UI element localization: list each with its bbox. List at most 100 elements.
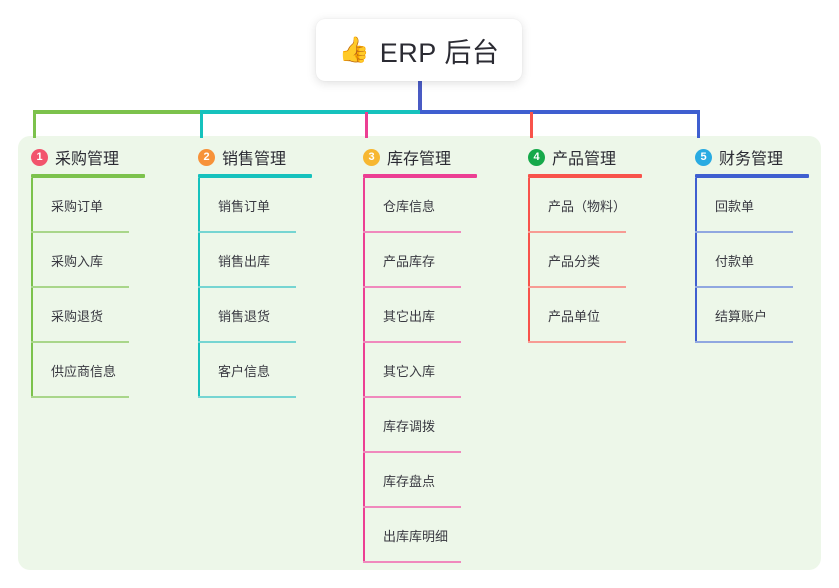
leaf-rule — [695, 341, 793, 343]
drop-connector-5 — [697, 112, 700, 138]
thumbs-up-emoji: 👍 — [338, 35, 370, 64]
leaf-rule — [528, 341, 626, 343]
leaf-rule — [363, 506, 461, 508]
branch-header-4[interactable]: 4 产品管理 — [517, 145, 667, 169]
branch-spine — [363, 178, 365, 563]
leaf-item[interactable]: 库存盘点 — [363, 453, 502, 508]
branch-header-rule — [695, 174, 809, 178]
leaf-list: 销售订单销售出库销售退货客户信息 — [198, 178, 337, 398]
leaf-item[interactable]: 销售退货 — [198, 288, 337, 343]
leaf-item[interactable]: 产品（物料） — [528, 178, 667, 233]
branch-spine — [695, 178, 697, 343]
leaf-item[interactable]: 回款单 — [695, 178, 834, 233]
bus-segment-3 — [420, 110, 700, 114]
leaf-item[interactable]: 其它出库 — [363, 288, 502, 343]
branch-title: 产品管理 — [552, 151, 617, 168]
leaf-list: 仓库信息产品库存其它出库其它入库库存调拨库存盘点出库库明细 — [363, 178, 502, 563]
branch-title: 销售管理 — [222, 151, 287, 168]
leaf-list: 回款单付款单结算账户 — [695, 178, 834, 343]
leaf-label: 采购退货 — [51, 309, 104, 324]
leaf-item[interactable]: 客户信息 — [198, 343, 337, 398]
leaf-label: 产品（物料） — [548, 199, 627, 214]
branch-header-2[interactable]: 2 销售管理 — [187, 145, 337, 169]
bus-segment-2 — [200, 110, 423, 114]
leaf-label: 付款单 — [715, 254, 755, 269]
leaf-item[interactable]: 采购入库 — [31, 233, 170, 288]
branch-column-5: 5 财务管理回款单付款单结算账户 — [684, 145, 834, 343]
leaf-item[interactable]: 仓库信息 — [363, 178, 502, 233]
leaf-label: 结算账户 — [715, 309, 768, 324]
leaf-item[interactable]: 付款单 — [695, 233, 834, 288]
leaf-rule — [363, 451, 461, 453]
leaf-list: 产品（物料） 产品分类产品单位 — [528, 178, 667, 343]
branch-column-2: 2 销售管理销售订单销售出库销售退货客户信息 — [187, 145, 337, 398]
branch-column-4: 4 产品管理产品（物料） 产品分类产品单位 — [517, 145, 667, 343]
root-title: ERP 后台 — [379, 37, 500, 68]
branch-number-badge: 1 — [31, 148, 48, 166]
leaf-label: 库存盘点 — [383, 474, 436, 489]
branch-spine — [31, 178, 33, 398]
leaf-item[interactable]: 销售订单 — [198, 178, 337, 233]
leaf-item[interactable]: 产品单位 — [528, 288, 667, 343]
bus-segment-1 — [33, 110, 203, 114]
root-node[interactable]: 👍 ERP 后台 — [316, 19, 522, 81]
leaf-item[interactable]: 结算账户 — [695, 288, 834, 343]
leaf-label: 供应商信息 — [51, 364, 117, 379]
leaf-label: 其它入库 — [383, 364, 436, 379]
leaf-rule — [31, 231, 129, 233]
leaf-rule — [31, 396, 129, 398]
leaf-label: 采购入库 — [51, 254, 104, 269]
leaf-item[interactable]: 供应商信息 — [31, 343, 170, 398]
leaf-rule — [528, 231, 626, 233]
leaf-label: 销售出库 — [218, 254, 271, 269]
branch-number-badge: 5 — [695, 148, 712, 166]
leaf-list: 采购订单采购入库采购退货供应商信息 — [31, 178, 170, 398]
branch-spine — [528, 178, 530, 343]
branch-title: 库存管理 — [387, 151, 452, 168]
branch-header-rule — [363, 174, 477, 178]
leaf-item[interactable]: 其它入库 — [363, 343, 502, 398]
leaf-rule — [528, 286, 626, 288]
leaf-label: 出库库明细 — [383, 529, 449, 544]
branch-header-rule — [198, 174, 312, 178]
leaf-label: 产品库存 — [383, 254, 436, 269]
branch-header-3[interactable]: 3 库存管理 — [352, 145, 502, 169]
drop-connector-4 — [530, 112, 533, 138]
leaf-rule — [31, 341, 129, 343]
leaf-item[interactable]: 出库库明细 — [363, 508, 502, 563]
branch-number-badge: 3 — [363, 148, 380, 166]
leaf-label: 采购订单 — [51, 199, 104, 214]
branch-spine — [198, 178, 200, 398]
leaf-rule — [363, 561, 461, 563]
leaf-label: 仓库信息 — [383, 199, 436, 214]
leaf-rule — [363, 231, 461, 233]
branch-header-5[interactable]: 5 财务管理 — [684, 145, 834, 169]
leaf-rule — [363, 286, 461, 288]
branch-column-3: 3 库存管理仓库信息产品库存其它出库其它入库库存调拨库存盘点出库库明细 — [352, 145, 502, 563]
leaf-rule — [198, 286, 296, 288]
leaf-item[interactable]: 采购退货 — [31, 288, 170, 343]
drop-connector-3 — [365, 112, 368, 138]
leaf-item[interactable]: 产品分类 — [528, 233, 667, 288]
branch-title: 财务管理 — [719, 151, 784, 168]
leaf-rule — [695, 286, 793, 288]
branch-number-badge: 4 — [528, 148, 545, 166]
leaf-label: 客户信息 — [218, 364, 271, 379]
leaf-item[interactable]: 库存调拨 — [363, 398, 502, 453]
leaf-item[interactable]: 采购订单 — [31, 178, 170, 233]
leaf-item[interactable]: 产品库存 — [363, 233, 502, 288]
leaf-rule — [363, 341, 461, 343]
leaf-rule — [198, 231, 296, 233]
leaf-rule — [363, 396, 461, 398]
branches-panel — [18, 136, 821, 570]
leaf-label: 销售退货 — [218, 309, 271, 324]
branch-number-badge: 2 — [198, 148, 215, 166]
leaf-label: 库存调拨 — [383, 419, 436, 434]
drop-connector-1 — [33, 112, 36, 138]
leaf-item[interactable]: 销售出库 — [198, 233, 337, 288]
leaf-rule — [198, 341, 296, 343]
leaf-label: 回款单 — [715, 199, 755, 214]
